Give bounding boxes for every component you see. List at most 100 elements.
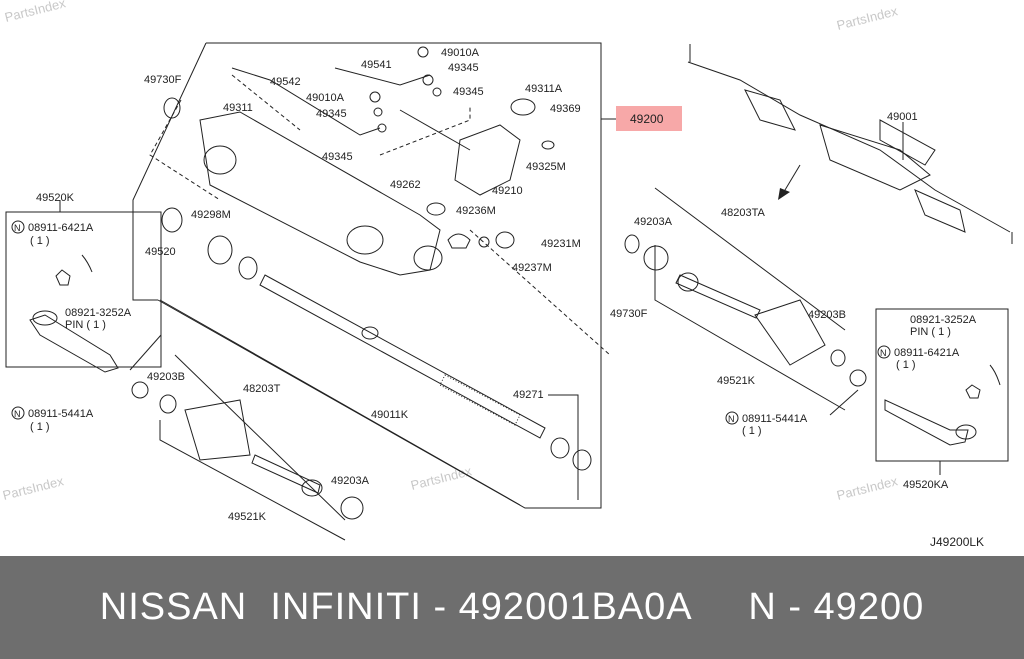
ball-joint-left — [32, 310, 58, 326]
label-49200[interactable]: 49200 — [630, 112, 664, 126]
label-49520K[interactable]: 49520K — [36, 192, 75, 204]
label-08921-3252A-left[interactable]: 08921-3252A — [65, 307, 132, 319]
cap-49236M — [447, 233, 471, 249]
n-marker-right-box — [877, 345, 891, 359]
leader-nut-right — [829, 389, 859, 416]
label-08911-6421A-right[interactable]: 08911-6421A — [894, 347, 960, 359]
label-49730F-right[interactable]: 49730F — [610, 308, 648, 320]
pin-right — [989, 364, 1001, 386]
diagram-code: J49200LK — [930, 535, 984, 549]
highlight-box-49200[interactable] — [616, 106, 682, 131]
overview-arrow-head — [778, 188, 790, 200]
label-08921-3252A-right[interactable]: 08921-3252A — [910, 314, 977, 326]
label-49325M[interactable]: 49325M — [526, 161, 566, 173]
watermark-top-left: PartsIndex — [3, 0, 67, 25]
seal-49369 — [510, 98, 536, 116]
nut-49203B-left — [131, 381, 149, 399]
clamp-49203B-left — [159, 394, 177, 414]
label-49298M[interactable]: 49298M — [191, 209, 231, 221]
label-49345-top[interactable]: 49345 — [448, 62, 479, 74]
label-49311A[interactable]: 49311A — [525, 83, 563, 95]
dashed-pipe — [231, 74, 301, 131]
bush-49298M-b — [207, 235, 233, 265]
label-49231M[interactable]: 49231M — [541, 238, 581, 250]
inner-rod-right — [675, 274, 761, 319]
label-49271[interactable]: 49271 — [513, 389, 544, 401]
overview-housing — [819, 124, 931, 191]
rack-49011K — [259, 274, 546, 439]
frame-inner — [159, 299, 521, 506]
watermark-bottom-center: PartsIndex — [409, 463, 473, 493]
pipe-49542 — [231, 67, 381, 136]
inner-rod-end — [301, 479, 323, 497]
label-49542[interactable]: 49542 — [270, 76, 301, 88]
inner-rod-right-end — [677, 272, 699, 292]
valve-body — [454, 124, 521, 196]
label-49520[interactable]: 49520 — [145, 246, 176, 258]
label-49010A-top[interactable]: 49010A — [441, 47, 480, 59]
label-48203T[interactable]: 48203T — [243, 383, 281, 395]
label-49203B-left[interactable]: 49203B — [147, 371, 185, 383]
fitting-49345-low — [377, 123, 387, 133]
label-08911-5441A-left[interactable]: 08911-5441A — [28, 408, 94, 420]
label-49011K[interactable]: 49011K — [371, 409, 409, 421]
oring-49262 — [426, 202, 446, 216]
steering-gear-diagram: PartsIndex PartsIndex PartsIndex PartsIn… — [1, 0, 1013, 549]
bush-49298M-a — [161, 207, 183, 233]
label-49203B-right[interactable]: 49203B — [808, 309, 846, 321]
ring-49520 — [238, 256, 258, 280]
fitting-49010A-top — [417, 46, 429, 58]
label-49369[interactable]: 49369 — [550, 103, 581, 115]
label-49203A-right[interactable]: 49203A — [634, 216, 673, 228]
housing-end-center — [346, 225, 384, 255]
label-49730F[interactable]: 49730F — [144, 74, 182, 86]
label-49010A-mid[interactable]: 49010A — [306, 92, 345, 104]
label-08911-5441A-right[interactable]: 08911-5441A — [742, 413, 808, 425]
dashed-group-right — [379, 105, 471, 156]
banner-text: NISSAN INFINITI - 492001BA0A N - 49200 — [99, 586, 925, 628]
label-49237M[interactable]: 49237M — [512, 262, 552, 274]
label-49521K-right[interactable]: 49521K — [717, 375, 756, 387]
label-49311[interactable]: 49311 — [223, 102, 253, 114]
housing-port — [413, 245, 443, 271]
label-49520KA[interactable]: 49520KA — [903, 479, 949, 491]
rack-collar — [361, 326, 379, 340]
label-49262[interactable]: 49262 — [390, 179, 421, 191]
pin-left — [81, 254, 93, 273]
main-frame-bottom — [157, 299, 602, 509]
boot-48203TA — [754, 299, 826, 366]
n-letter-4: N — [880, 348, 887, 358]
watermark-bottom-left: PartsIndex — [1, 473, 65, 503]
clamp-49203B-right — [830, 349, 846, 367]
nut-49203B-right — [849, 369, 867, 387]
label-49236M[interactable]: 49236M — [456, 205, 496, 217]
label-08911-6421A-left[interactable]: 08911-6421A — [28, 222, 94, 234]
label-qty-right-box: ( 1 ) — [896, 359, 916, 371]
label-qty-right-bottom: ( 1 ) — [742, 425, 762, 437]
bolt-49325M — [541, 140, 555, 150]
pipe-49541 — [334, 67, 431, 86]
n-letter-3: N — [728, 414, 735, 424]
label-49345-mid-right[interactable]: 49345 — [453, 86, 484, 98]
label-49001[interactable]: 49001 — [887, 111, 918, 123]
nut-49237M — [478, 236, 490, 248]
label-qty-left-top: ( 1 ) — [30, 235, 50, 247]
inner-rod-49521K — [251, 454, 321, 494]
label-49203A-bottom[interactable]: 49203A — [331, 475, 370, 487]
seal-49730F — [163, 97, 181, 119]
n-letter-2: N — [14, 409, 21, 419]
label-48203TA[interactable]: 48203TA — [721, 207, 765, 219]
box-49520K — [5, 211, 162, 368]
label-49541[interactable]: 49541 — [361, 59, 392, 71]
label-49345-mid-left[interactable]: 49345 — [316, 108, 347, 120]
label-qty-left-bottom: ( 1 ) — [30, 421, 50, 433]
label-49210[interactable]: 49210 — [492, 185, 523, 197]
bracket-49271 — [548, 394, 579, 500]
label-49345-low[interactable]: 49345 — [322, 151, 353, 163]
bracket-right-top — [654, 187, 846, 331]
label-49521K-bottom[interactable]: 49521K — [228, 511, 267, 523]
fitting-49345-right — [432, 87, 442, 97]
overview-boot-left — [744, 89, 796, 131]
pipe-49311A — [399, 109, 471, 151]
